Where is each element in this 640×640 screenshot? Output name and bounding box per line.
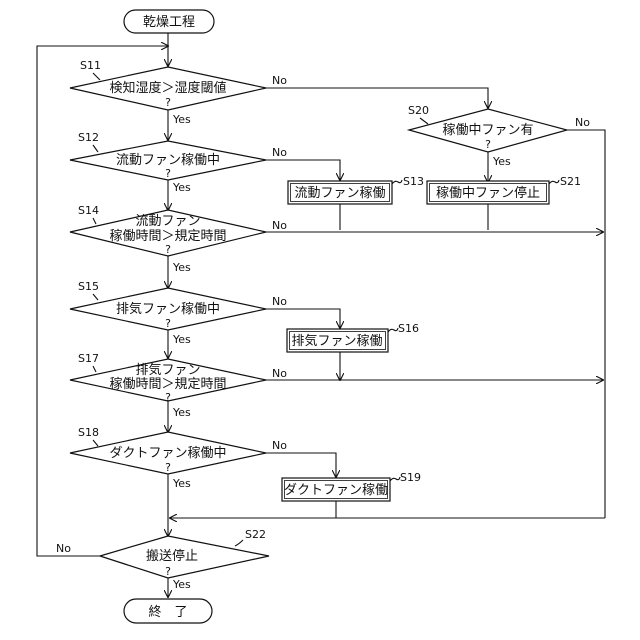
- s12-line-1: 流動ファン稼働中: [116, 153, 220, 168]
- s16-label: 排気ファン稼働: [291, 333, 382, 349]
- s19-label: ダクトファン稼働: [284, 483, 388, 498]
- tag-s19: S19: [400, 471, 421, 484]
- s17-line-3: ?: [165, 391, 171, 404]
- tag-s21: S21: [560, 175, 581, 188]
- yes-label-s14: Yes: [172, 261, 191, 274]
- decision-s11: 検知湿度＞湿度閾値 ?: [70, 67, 266, 110]
- s12-line-2: ?: [165, 167, 171, 180]
- no-label-s18: No: [272, 439, 287, 452]
- edge-s15-no: [266, 309, 340, 328]
- decision-s15: 排気ファン稼働中 ?: [70, 288, 266, 330]
- s11-line-2: ?: [165, 96, 171, 109]
- s14-line-2: 稼働時間＞規定時間: [109, 229, 226, 244]
- s17-line-1: 排気ファン: [135, 362, 200, 378]
- process-s19: ダクトファン稼働: [282, 478, 390, 501]
- s22-line-1: 搬送停止: [146, 548, 198, 564]
- decision-s18: ダクトファン稼働中 ?: [70, 432, 266, 474]
- end-terminal: 終 了: [124, 599, 212, 623]
- tag-s15: S15: [78, 280, 99, 293]
- yes-label-s11: Yes: [172, 113, 191, 126]
- s21-label: 稼働中ファン停止: [436, 185, 540, 201]
- tag-s16: S16: [398, 322, 419, 335]
- edge-s18-no: [266, 453, 336, 477]
- decision-s17: 排気ファン 稼働時間＞規定時間 ?: [70, 359, 266, 404]
- edge-s20-no: [567, 130, 605, 518]
- tag-s20: S20: [408, 104, 429, 117]
- yes-label-s17: Yes: [172, 406, 191, 419]
- decision-s14: 流動ファン 稼働時間＞規定時間 ?: [70, 210, 266, 256]
- end-label: 終 了: [148, 604, 187, 620]
- s20-line-2: ?: [485, 138, 491, 151]
- yes-label-s12: Yes: [172, 181, 191, 194]
- yes-label-s15: Yes: [172, 333, 191, 346]
- tag-s14: S14: [78, 204, 99, 217]
- decision-s12: 流動ファン稼働中 ?: [70, 141, 266, 180]
- no-label-s14: No: [272, 219, 287, 232]
- no-label-s12: No: [272, 146, 287, 159]
- s18-line-1: ダクトファン稼働中: [109, 446, 226, 461]
- no-label-s11: No: [272, 74, 287, 87]
- decision-s20: 稼働中ファン有 ?: [409, 109, 567, 152]
- s17-line-2: 稼働時間＞規定時間: [109, 377, 226, 392]
- tag-s11: S11: [80, 59, 101, 72]
- yes-label-s18: Yes: [172, 477, 191, 490]
- no-label-s15: No: [272, 295, 287, 308]
- process-s13: 流動ファン稼働: [288, 181, 392, 204]
- decision-s22: 搬送停止 ?: [100, 536, 269, 578]
- process-s16: 排気ファン稼働: [287, 329, 388, 352]
- s18-line-2: ?: [165, 461, 171, 474]
- tag-s17: S17: [78, 352, 99, 365]
- tag-s12: S12: [78, 131, 99, 144]
- s14-line-1: 流動ファン: [135, 214, 200, 229]
- s15-line-1: 排気ファン稼働中: [116, 301, 220, 317]
- s20-line-1: 稼働中ファン有: [442, 123, 533, 138]
- start-label: 乾燥工程: [143, 15, 195, 30]
- s14-line-3: ?: [165, 243, 171, 256]
- edge-s11-no: [266, 88, 488, 108]
- s13-label: 流動ファン稼働: [294, 186, 385, 201]
- s11-line-1: 検知湿度＞湿度閾値: [109, 80, 226, 96]
- tag-s22: S22: [245, 528, 266, 541]
- yes-label-s20: Yes: [492, 155, 511, 168]
- edge-s12-no: [266, 160, 340, 180]
- tag-s18: S18: [78, 426, 99, 439]
- s22-line-2: ?: [165, 565, 171, 578]
- no-label-s17: No: [272, 367, 287, 380]
- no-label-s22: No: [56, 542, 71, 555]
- s15-line-2: ?: [165, 317, 171, 330]
- no-label-s20: No: [575, 116, 590, 129]
- process-s21: 稼働中ファン停止: [427, 181, 549, 204]
- yes-label-s22: Yes: [172, 578, 191, 591]
- start-terminal: 乾燥工程: [124, 10, 214, 33]
- tag-s13: S13: [403, 175, 424, 188]
